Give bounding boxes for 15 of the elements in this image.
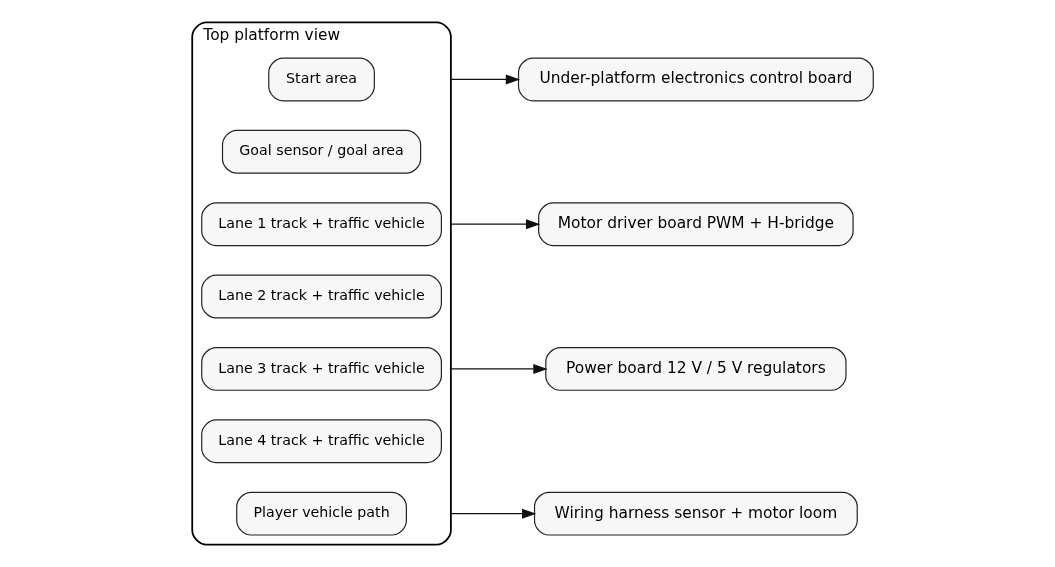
node-box: Start area xyxy=(267,57,375,102)
node-box: Lane 1 track + traffic vehicle xyxy=(200,202,442,247)
arrow xyxy=(449,508,536,519)
node-box: Lane 2 track + traffic vehicle xyxy=(200,274,442,319)
arrow xyxy=(449,363,548,374)
node-box: Power board 12 V / 5 V regulators xyxy=(544,346,847,391)
node-box: Under-platform electronics control board xyxy=(517,57,874,102)
arrow xyxy=(449,219,540,230)
node-box: Wiring harness sensor + motor loom xyxy=(533,491,858,536)
node-box: Goal sensor / goal area xyxy=(221,129,421,174)
arrow xyxy=(449,74,520,85)
node-box: Lane 4 track + traffic vehicle xyxy=(200,419,442,464)
node-box: Motor driver board PWM + H-bridge xyxy=(537,202,854,247)
node-box: Lane 3 track + traffic vehicle xyxy=(200,346,442,391)
node-box: Player vehicle path xyxy=(235,491,407,536)
